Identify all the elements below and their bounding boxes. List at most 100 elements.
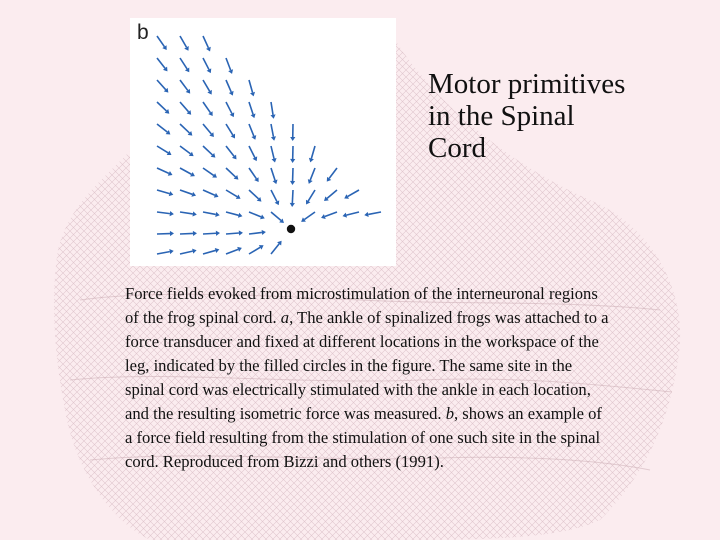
force-arrow-shaft-27 — [202, 145, 214, 156]
equilibrium-point — [286, 224, 296, 234]
force-arrow-head-38 — [272, 179, 278, 185]
force-arrow-shaft-16 — [248, 101, 254, 115]
force-arrow-head-45 — [235, 194, 241, 199]
force-arrow-head-44 — [213, 192, 219, 198]
force-arrow-shaft-66 — [248, 231, 263, 235]
force-arrow-head-37 — [254, 177, 259, 183]
force-arrow-head-47 — [274, 200, 280, 206]
caption-text-1: Force fields evoked from microstimulatio… — [125, 284, 598, 327]
force-arrow-shaft-65 — [225, 232, 240, 235]
force-arrow-head-18 — [165, 129, 171, 135]
caption-label-b: b — [445, 404, 454, 423]
force-arrow-head-63 — [192, 230, 197, 237]
force-arrow-shaft-1 — [179, 35, 188, 48]
force-vector-arrows — [156, 35, 382, 255]
force-arrow-shaft-69 — [202, 249, 216, 255]
force-arrow-head-20 — [209, 132, 214, 138]
force-arrow-head-1 — [184, 45, 189, 51]
force-arrow-head-65 — [238, 230, 243, 236]
force-arrow-shaft-47 — [270, 189, 278, 202]
force-arrow-shaft-56 — [248, 211, 262, 218]
force-arrow-head-32 — [308, 157, 314, 163]
force-arrow-head-30 — [271, 158, 277, 163]
force-arrow-shaft-11 — [248, 79, 254, 93]
force-arrow-head-15 — [229, 112, 235, 118]
force-arrow-head-54 — [215, 211, 220, 218]
force-arrow-shaft-36 — [225, 167, 237, 178]
force-arrow-shaft-2 — [202, 35, 210, 49]
caption-text-2: , The ankle of spinalized frogs was atta… — [125, 308, 609, 423]
force-arrow-shaft-52 — [156, 211, 170, 215]
force-arrow-shaft-14 — [202, 101, 212, 114]
force-arrow-head-8 — [185, 88, 191, 94]
force-arrow-shaft-57 — [270, 211, 282, 222]
force-arrow-head-25 — [166, 150, 172, 156]
force-arrow-head-24 — [290, 136, 296, 141]
force-arrow-shaft-58 — [303, 211, 316, 221]
force-arrow-shaft-44 — [202, 189, 216, 196]
force-arrow-shaft-51 — [347, 189, 360, 198]
force-arrow-head-48 — [289, 202, 295, 207]
force-arrow-head-13 — [186, 110, 192, 115]
force-arrow-head-72 — [277, 240, 282, 246]
force-arrow-head-41 — [326, 176, 332, 182]
force-field-figure: b — [130, 18, 396, 266]
force-arrow-shaft-21 — [225, 123, 234, 136]
force-arrow-shaft-63 — [179, 232, 194, 235]
force-arrow-head-69 — [214, 247, 220, 253]
force-arrow-head-28 — [231, 154, 237, 160]
force-arrow-head-35 — [212, 173, 217, 178]
force-arrow-head-50 — [324, 196, 329, 201]
force-arrow-shaft-20 — [202, 123, 212, 135]
force-arrow-shaft-23 — [270, 123, 275, 137]
force-arrow-shaft-3 — [156, 57, 166, 69]
force-arrow-shaft-9 — [202, 79, 211, 92]
force-arrow-head-17 — [270, 114, 276, 119]
force-arrow-shaft-71 — [248, 246, 261, 255]
force-arrow-head-66 — [261, 229, 266, 236]
force-arrow-head-9 — [207, 89, 212, 95]
force-arrow-head-0 — [162, 45, 167, 50]
force-arrow-shaft-7 — [156, 79, 167, 91]
force-arrow-head-3 — [162, 66, 168, 72]
force-arrow-shaft-38 — [270, 167, 276, 181]
force-arrow-shaft-30 — [270, 145, 275, 159]
force-arrow-shaft-68 — [179, 250, 193, 255]
force-arrow-head-40 — [307, 179, 313, 184]
force-arrow-head-14 — [208, 111, 213, 116]
panel-label: b — [137, 21, 149, 44]
force-arrow-head-7 — [163, 87, 169, 93]
force-arrow-head-42 — [168, 191, 174, 197]
force-arrow-head-4 — [184, 67, 190, 73]
force-arrow-shaft-45 — [225, 189, 238, 198]
force-arrow-head-62 — [169, 230, 174, 237]
force-arrow-shaft-54 — [202, 211, 216, 216]
force-arrow-shaft-26 — [179, 145, 191, 155]
caption-label-a: a — [280, 308, 290, 327]
force-arrow-head-36 — [233, 175, 239, 180]
force-arrow-head-53 — [192, 211, 197, 217]
force-arrow-shaft-35 — [202, 167, 215, 177]
force-arrow-shaft-50 — [326, 189, 338, 200]
force-arrow-shaft-49 — [307, 189, 316, 202]
force-arrow-head-27 — [210, 153, 216, 158]
force-arrow-shaft-32 — [310, 145, 316, 159]
force-arrow-head-59 — [321, 214, 326, 219]
force-arrow-head-34 — [190, 171, 195, 177]
force-arrow-shaft-61 — [368, 211, 382, 216]
force-arrow-head-68 — [192, 248, 197, 254]
force-arrow-shaft-70 — [225, 248, 239, 255]
force-arrow-head-56 — [260, 214, 265, 220]
force-arrow-shaft-22 — [248, 123, 255, 137]
force-arrow-shaft-29 — [248, 145, 256, 158]
force-arrow-head-29 — [252, 156, 258, 162]
force-arrow-head-43 — [191, 191, 197, 197]
force-arrow-head-67 — [169, 249, 174, 255]
force-arrow-head-46 — [256, 196, 262, 202]
force-arrow-shaft-8 — [179, 79, 189, 91]
force-arrow-head-70 — [237, 246, 242, 252]
slide-title: Motor primitives in the Spinal Cord — [428, 68, 626, 164]
force-arrow-shaft-18 — [156, 123, 168, 133]
force-arrow-head-6 — [228, 69, 234, 74]
force-arrow-shaft-4 — [179, 57, 188, 70]
